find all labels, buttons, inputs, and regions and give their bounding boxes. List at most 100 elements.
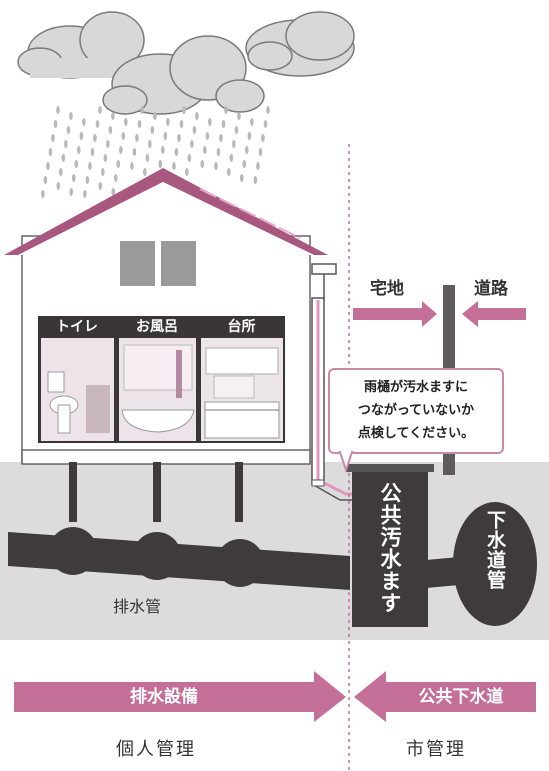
- rain-drop: [179, 120, 184, 128]
- rain-drop: [161, 146, 165, 154]
- cloud-icon: [17, 11, 145, 79]
- caption-personal: 個人管理: [116, 739, 196, 760]
- rain-drop: [261, 134, 265, 142]
- rain-drop: [140, 106, 144, 114]
- house-floor: [21, 449, 311, 465]
- rain-drop: [224, 106, 228, 114]
- rain-drop: [61, 154, 66, 162]
- arrow-right-icon: [353, 301, 437, 327]
- rain-drop: [143, 168, 147, 176]
- rain-drop: [69, 112, 73, 120]
- rain-drop: [185, 168, 189, 176]
- roof-highlight: [199, 188, 301, 239]
- attic-window: [161, 241, 196, 286]
- note-line-3: 点検してください。: [357, 426, 475, 441]
- band-left-arrow: [14, 671, 346, 722]
- rain-drop: [69, 188, 74, 196]
- rain-drop: [48, 148, 53, 156]
- caption-city: 市管理: [406, 739, 466, 760]
- label-public-basin: 公共汚水ます: [378, 482, 402, 614]
- drain-joint: [216, 539, 264, 587]
- rain-drop: [111, 112, 115, 120]
- rain-drop: [266, 106, 270, 114]
- arrow-left-icon: [462, 301, 526, 327]
- note-line-2: つながっていないか: [357, 403, 475, 418]
- rain-drop: [43, 176, 48, 184]
- cloud-icon: [102, 35, 265, 115]
- rain-drop: [174, 148, 179, 156]
- rain-drop: [234, 126, 239, 134]
- rain-drop: [203, 146, 207, 154]
- rain-drop: [79, 132, 84, 140]
- rain-drop: [74, 160, 79, 168]
- rain-drop: [46, 162, 50, 170]
- rain-drop: [182, 106, 186, 114]
- rain-drop: [187, 154, 192, 162]
- room-label-toilet: トイレ: [56, 319, 98, 335]
- rain-drop: [253, 176, 258, 184]
- rain-drop: [242, 160, 247, 168]
- rain-drop: [245, 146, 249, 154]
- label-residential: 宅地: [370, 279, 404, 299]
- rain-drop: [51, 134, 55, 142]
- attic-window: [120, 241, 155, 286]
- rain-drop: [90, 148, 95, 156]
- rain-drop: [101, 168, 105, 176]
- cloud-icon: [245, 11, 355, 77]
- rain-drop: [250, 118, 254, 126]
- rain-drop: [195, 112, 199, 120]
- rain-drop: [113, 174, 118, 182]
- rain-drop: [83, 190, 87, 198]
- toilet-icon: [47, 371, 110, 434]
- rain-drop: [103, 154, 108, 162]
- rain-drop: [172, 162, 176, 170]
- rain-drop: [98, 182, 103, 190]
- rain-drop: [56, 182, 61, 190]
- rain-drop: [232, 140, 236, 148]
- rain-drop: [116, 160, 121, 168]
- rain-drop: [71, 174, 76, 182]
- rain-drop: [135, 134, 139, 142]
- rain-drop: [208, 118, 212, 126]
- rain-drop: [145, 154, 150, 162]
- label-road: 道路: [474, 279, 508, 299]
- rain-drop: [216, 148, 221, 156]
- inspection-note: 雨樋が汚水ますに つながっていないか 点検してください。: [328, 368, 504, 454]
- rain-drop: [132, 148, 137, 156]
- rain-drop: [239, 174, 244, 182]
- rain-drop: [148, 140, 152, 148]
- drain-joint: [133, 532, 181, 580]
- rain-drop: [95, 120, 100, 128]
- rain-drop: [229, 154, 234, 162]
- label-sewer-pipe: 下水道管: [484, 510, 506, 590]
- rain-drop: [237, 112, 241, 120]
- band-left-label: 排水設備: [130, 687, 198, 707]
- rain-drop: [263, 120, 268, 128]
- rain-drop: [106, 140, 110, 148]
- rain-drop: [158, 160, 163, 168]
- rain-drop: [56, 106, 60, 114]
- rain-drop: [163, 132, 168, 140]
- rain-drop: [256, 162, 260, 170]
- rain-drop: [150, 126, 155, 134]
- note-line-1: 雨樋が汚水ますに: [363, 380, 468, 395]
- drain-joint: [49, 527, 97, 575]
- room-label-kitchen: 台所: [227, 319, 256, 335]
- rain-drop: [93, 134, 97, 142]
- rain-drop: [200, 160, 205, 168]
- room-label-bath: お風呂: [136, 319, 178, 335]
- rain-drop: [166, 118, 170, 126]
- rain-drop: [214, 162, 218, 170]
- rain-drop: [53, 120, 58, 128]
- rain-drop: [111, 188, 116, 196]
- rain-drop: [177, 134, 181, 142]
- rain-drop: [190, 140, 194, 148]
- band-right-arrow: [354, 671, 536, 722]
- rain-drop: [64, 140, 68, 148]
- rain-drop: [88, 162, 92, 170]
- rain-drop: [121, 132, 126, 140]
- label-drain-pipe: 排水管: [113, 597, 162, 616]
- rain-drop: [77, 146, 81, 154]
